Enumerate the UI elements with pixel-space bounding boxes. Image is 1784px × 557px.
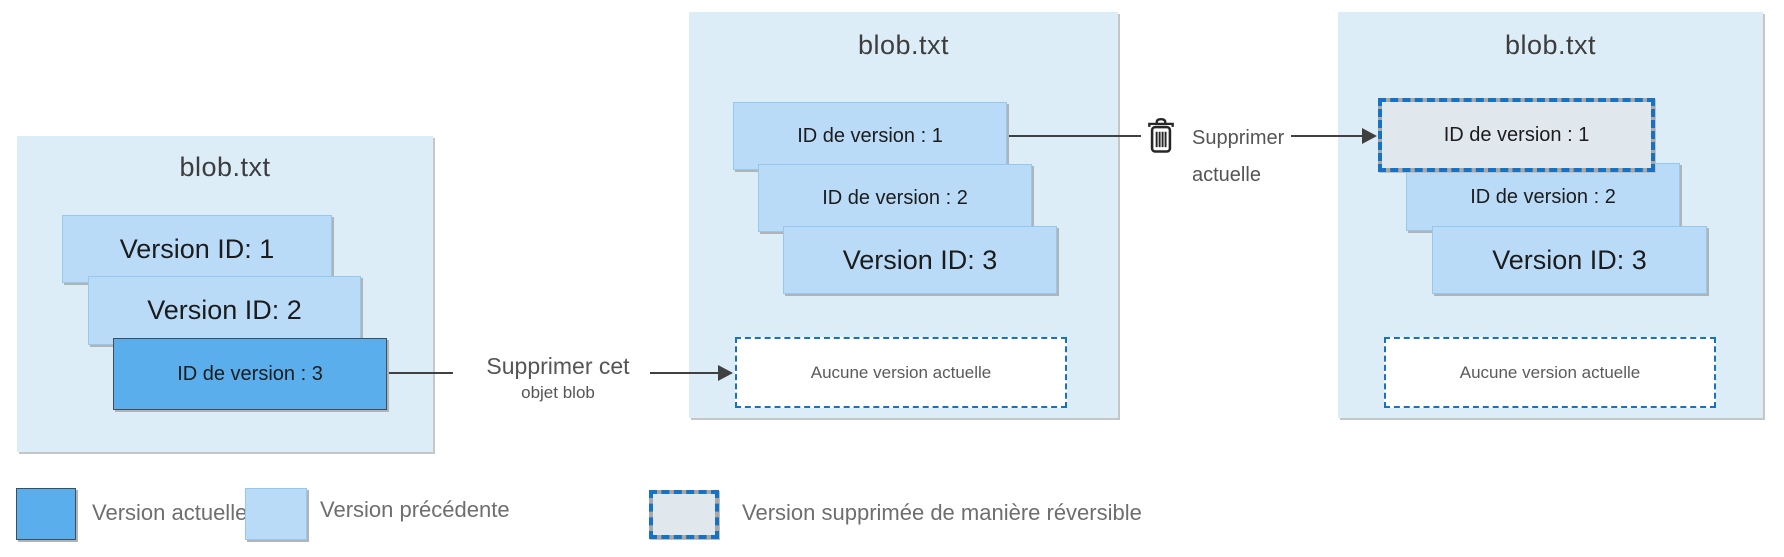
- version-card-label: ID de version : 1: [1443, 123, 1590, 146]
- version-card-label: ID de version : 2: [1470, 185, 1616, 208]
- arrow-line-delete-current: [1291, 135, 1363, 137]
- version-card-label: ID de version : 1: [797, 124, 943, 147]
- arrow-line-delete-blob: [650, 372, 718, 374]
- legend-swatch-previous-version: [245, 488, 307, 540]
- version-card-2: ID de version : 2: [758, 164, 1032, 232]
- arrow-label-delete-blob: Supprimer cet objet blob: [452, 353, 664, 403]
- placeholder-label: Aucune version actuelle: [810, 362, 992, 382]
- version-card-3: Version ID: 3: [1432, 226, 1707, 294]
- version-card-2: Version ID: 2: [88, 276, 361, 345]
- version-card-2: ID de version : 2: [1406, 163, 1680, 231]
- arrow-label-line1: Supprimer cet: [486, 353, 630, 379]
- version-card-label: Version ID: 2: [147, 295, 302, 325]
- placeholder-label: Aucune version actuelle: [1459, 362, 1641, 382]
- placeholder-no-current-version: Aucune version actuelle: [735, 337, 1067, 408]
- trash-icon: [1144, 115, 1178, 162]
- version-card-label: ID de version : 3: [177, 362, 323, 385]
- arrowhead-icon: [718, 365, 733, 381]
- panel-blob-left: blob.txt Version ID: 1 Version ID: 2 ID …: [17, 136, 433, 452]
- legend-label-soft-deleted-version: Version supprimée de manière réversible: [742, 500, 1142, 525]
- version-card-1-soft-deleted: ID de version : 1: [1378, 98, 1655, 172]
- legend-swatch-current-version: [16, 488, 76, 540]
- legend-swatch-soft-deleted-version: [649, 490, 719, 539]
- version-card-label: ID de version : 2: [822, 186, 968, 209]
- panel-blob-middle: blob.txt ID de version : 1 ID de version…: [689, 12, 1118, 418]
- arrow-line-delete-blob: [387, 372, 453, 374]
- blob-title: blob.txt: [857, 30, 950, 60]
- version-card-3: Version ID: 3: [783, 226, 1057, 294]
- arrow-label-delete-current: Supprimer actuelle: [1192, 120, 1284, 194]
- version-card-label: Version ID: 1: [119, 233, 275, 264]
- version-card-label: Version ID: 3: [1492, 244, 1647, 275]
- arrowhead-icon: [1362, 128, 1377, 144]
- blob-title: blob.txt: [179, 152, 271, 182]
- version-card-label: Version ID: 3: [842, 244, 998, 275]
- legend-label-current-version: Version actuelle: [92, 500, 248, 525]
- arrow-label-line2: objet blob: [521, 383, 595, 402]
- blob-title: blob.txt: [1504, 30, 1597, 60]
- placeholder-no-current-version: Aucune version actuelle: [1384, 337, 1716, 408]
- panel-blob-right: blob.txt ID de version : 1 ID de version…: [1338, 12, 1763, 418]
- arrow-line-delete-current: [1007, 135, 1141, 137]
- version-card-1: Version ID: 1: [62, 215, 332, 283]
- legend-label-previous-version: Version précédente: [320, 497, 510, 522]
- arrow-label-line2: actuelle: [1192, 164, 1261, 186]
- version-card-1: ID de version : 1: [733, 102, 1007, 170]
- version-card-3-current: ID de version : 3: [113, 338, 387, 410]
- arrow-label-line1: Supprimer: [1192, 127, 1285, 149]
